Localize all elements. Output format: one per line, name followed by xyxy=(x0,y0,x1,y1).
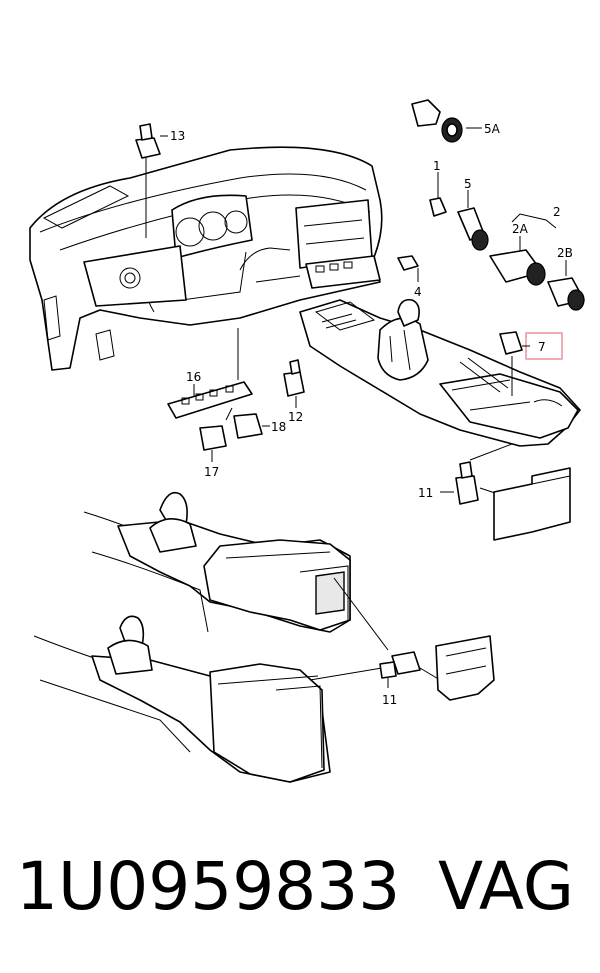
callout-12: 12 xyxy=(288,410,303,424)
callout-18: 18 xyxy=(271,420,286,434)
center-console-top xyxy=(299,298,581,447)
part-13-switch xyxy=(135,123,168,238)
part-2-bracket xyxy=(511,213,557,229)
callout-2: 2 xyxy=(553,205,561,219)
part-2a-cigarette-lighter xyxy=(489,236,546,286)
part-number: 1U0959833 xyxy=(16,848,401,925)
part-5a-socket xyxy=(411,99,482,143)
callout-17: 17 xyxy=(204,465,219,479)
part-2b-lighter-element xyxy=(547,260,585,311)
callout-1: 1 xyxy=(433,159,441,173)
center-console-middle xyxy=(83,491,351,633)
part-1-bulb xyxy=(429,172,447,217)
callout-16: 16 xyxy=(186,370,201,384)
part-4-connector xyxy=(397,255,419,282)
footer: 1U0959833 VAG xyxy=(0,848,600,938)
part-7-switch xyxy=(499,331,563,396)
parts-diagram: 13 5A 1 5 2 2A 2B 4 7 16 12 18 17 11 11 xyxy=(29,99,585,783)
part-18-switch xyxy=(233,413,270,439)
callout-2a: 2A xyxy=(512,222,529,236)
callout-7: 7 xyxy=(538,340,546,354)
callout-11-lower: 11 xyxy=(382,693,397,707)
callout-5a: 5A xyxy=(484,122,501,136)
part-11-lower-switch xyxy=(309,577,495,701)
callout-2b: 2B xyxy=(557,246,573,260)
callout-11-upper: 11 xyxy=(418,486,433,500)
center-console-bottom xyxy=(33,615,331,783)
callout-5: 5 xyxy=(464,177,472,191)
dashboard-drawing xyxy=(29,146,383,371)
brand-name: VAG xyxy=(438,848,575,925)
part-11-upper-switch xyxy=(440,443,571,541)
part-17-switch xyxy=(199,407,233,462)
part-5-socket xyxy=(457,190,489,251)
part-16-switch-panel xyxy=(167,328,253,419)
part-12-switch xyxy=(283,359,305,408)
callout-4: 4 xyxy=(414,285,422,299)
callout-13: 13 xyxy=(170,129,185,143)
